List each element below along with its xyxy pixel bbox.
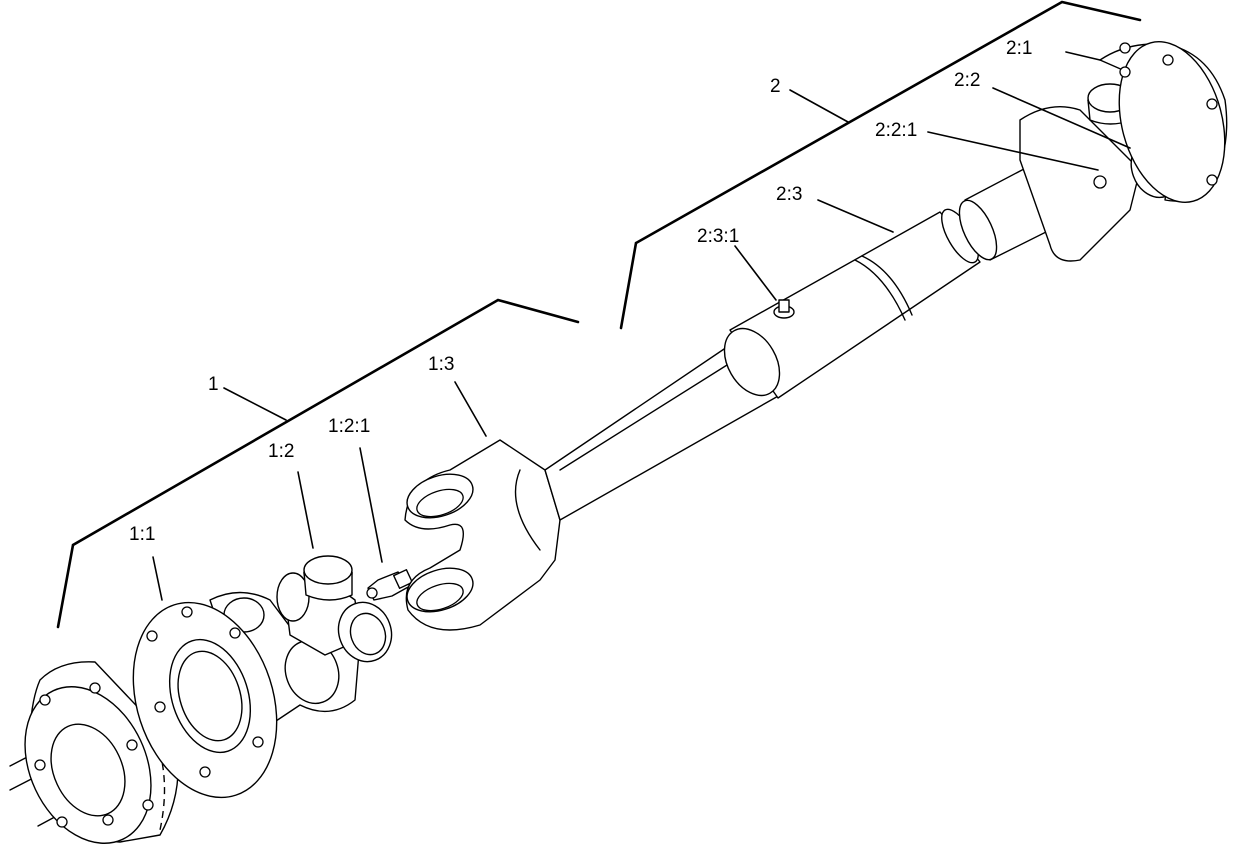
output-flange xyxy=(24,661,263,844)
flange-yoke-1-1 xyxy=(132,591,361,799)
callout-2-1: 2:1 xyxy=(1006,38,1032,59)
leader-lines xyxy=(152,51,1131,601)
outer-tube-2-3 xyxy=(723,208,981,399)
callout-1: 1 xyxy=(208,374,219,395)
group-1-bracket xyxy=(56,298,580,629)
slip-yoke-1-3 xyxy=(404,439,561,631)
callout-2-3-1: 2:3:1 xyxy=(697,226,739,247)
grease-nipple-2-3-1 xyxy=(773,299,795,319)
callout-1-2-1: 1:2:1 xyxy=(328,416,370,437)
callout-2: 2 xyxy=(770,76,781,97)
universal-joint-cross-1-2 xyxy=(276,555,393,663)
grease-nipple-1-2-1 xyxy=(366,568,414,601)
callout-1-1: 1:1 xyxy=(129,524,155,545)
group-2-bracket xyxy=(619,0,1142,330)
callout-2-2-1: 2:2:1 xyxy=(875,120,917,141)
rear-yoke xyxy=(1019,105,1141,262)
flange-yoke-2-1 xyxy=(1099,41,1228,203)
callout-2-2: 2:2 xyxy=(954,70,980,91)
callout-1-3: 1:3 xyxy=(428,354,454,375)
callout-1-2: 1:2 xyxy=(268,441,294,462)
callout-2-3: 2:3 xyxy=(776,184,802,205)
